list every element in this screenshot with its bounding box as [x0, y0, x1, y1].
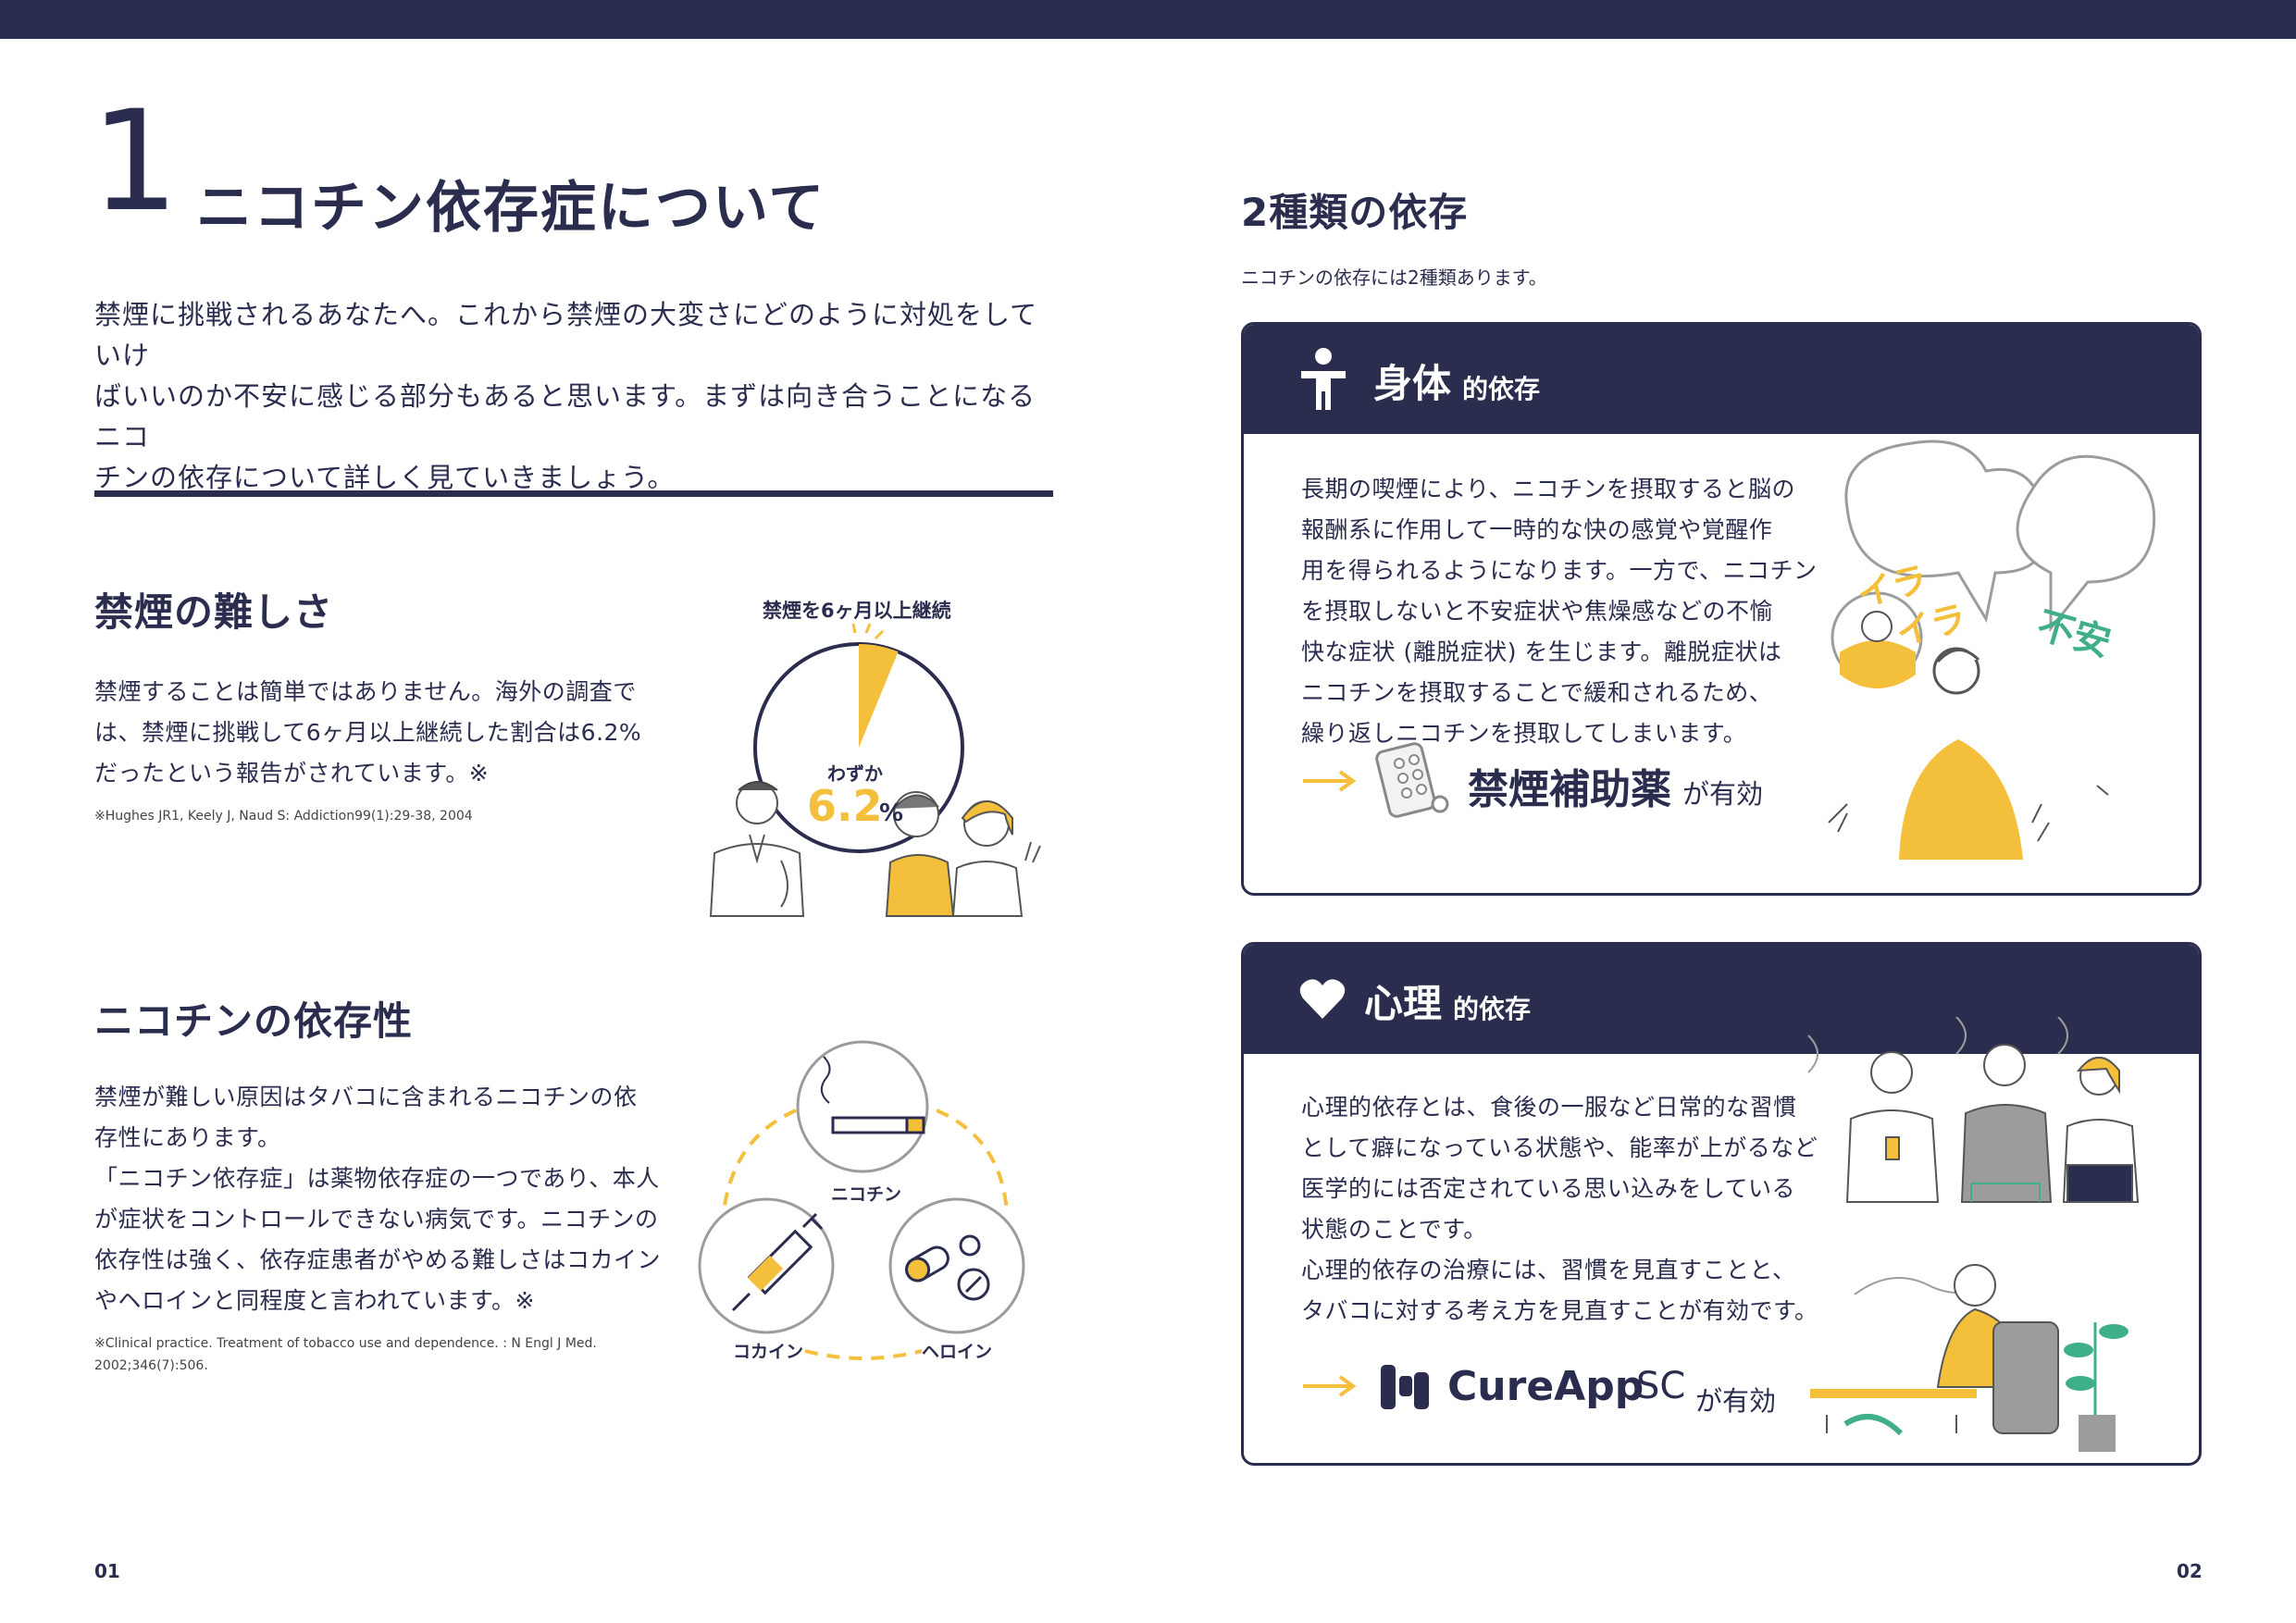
heroin-circle: [888, 1197, 1025, 1334]
dependence-heading: ニコチンの依存性: [94, 998, 414, 1044]
substances-graphic: [698, 1040, 1025, 1360]
intro-paragraph: 禁煙に挑戦されるあなたへ。これから禁煙の大変さにどのように対処をしていけ ばいい…: [94, 294, 1057, 498]
card-title: 心理: [1364, 981, 1443, 1026]
brand-name: CureApp: [1447, 1363, 1644, 1410]
heart-icon: [1299, 979, 1346, 1019]
section-divider: [94, 490, 1053, 497]
label-nicotine: ニコチン: [831, 1184, 902, 1205]
anxious-person-illustration: [1828, 440, 2156, 860]
habit-smoking-illustration: [1807, 1017, 2140, 1452]
psychological-line: 心理的依存とは、食後の一服など日常的な習慣: [1301, 1094, 1797, 1121]
arrow-right-icon: [1303, 770, 1357, 792]
physical-line: 快な症状 (離脱症状) を生じます。離脱症状は: [1301, 638, 1782, 665]
card-header: 心理 的依存: [1244, 945, 2199, 1054]
intro-line: 禁煙に挑戦されるあなたへ。これから禁煙の大変さにどのように対処をしていけ: [94, 299, 1038, 371]
label-heroin: ヘロイン: [922, 1342, 993, 1362]
coworker-icon: [1845, 1051, 1940, 1203]
dependence-line: 「ニコチン依存症」は薬物依存症の一つであり、本人: [94, 1165, 660, 1192]
physical-paragraph: 長期の喫煙により、ニコチンを摂取すると脳の 報酬系に作用して一時的な快の感覚や覚…: [1301, 469, 1819, 754]
cigarette-icon: [820, 1056, 925, 1134]
pill-pack-icon: [1375, 742, 1449, 818]
dependence-line: が症状をコントロールできない病気です。ニコチンの: [94, 1206, 659, 1233]
psychological-line: タバコに対する考え方を見直すことが有効です。: [1301, 1297, 1818, 1324]
difficulty-line: は、禁煙に挑戦して6ヶ月以上継続した割合は6.2%: [94, 719, 642, 746]
page-number-right: 02: [2177, 1560, 2203, 1582]
rate-unit: %: [879, 799, 904, 827]
psychological-line: 医学的には否定されている思い込みをしている: [1301, 1175, 1796, 1202]
difficulty-line: だったという報告がされています。※: [94, 760, 490, 787]
top-bar: [0, 0, 2296, 39]
dependence-line: やヘロインと同程度と言われています。※: [94, 1287, 535, 1314]
types-subtitle: ニコチンの依存には2種類あります。: [1241, 266, 1547, 289]
card-header: 身体 的依存: [1244, 325, 2199, 434]
card-title: 身体: [1373, 361, 1452, 406]
pie-graphic: [709, 623, 1041, 917]
physical-dependence-card: 身体 的依存 長期の喫煙により、ニコチンを摂取すると脳の 報酬系に作用して一時的…: [1241, 322, 2202, 896]
reference-line: ※Clinical practice. Treatment of tobacco…: [94, 1336, 597, 1351]
physical-line: 長期の喫煙により、ニコチンを摂取すると脳の: [1301, 476, 1796, 502]
physical-line: 報酬系に作用して一時的な快の感覚や覚醒作: [1301, 516, 1773, 543]
dependence-line: 禁煙が難しい原因はタバコに含まれるニコチンの依: [94, 1084, 638, 1110]
remedy-label: 禁煙補助薬: [1468, 766, 1671, 813]
patient-icon: [885, 791, 955, 917]
physical-line: 繰り返しニコチンを摂取してしまいます。: [1301, 720, 1747, 747]
coworker-icon: [1960, 1044, 2053, 1203]
doctor-icon: [709, 781, 805, 917]
dependence-line: 存性にあります。: [94, 1124, 281, 1151]
patient-icon: [951, 800, 1041, 917]
physical-line: ニコチンを摂取することで緩和されるため、: [1301, 679, 1773, 706]
psychological-line: 心理的依存の治療には、習慣を見直すことと、: [1301, 1257, 1796, 1283]
difficulty-paragraph: 禁煙することは簡単ではありません。海外の調査で は、禁煙に挑戦して6ヶ月以上継続…: [94, 672, 668, 794]
psychological-paragraph: 心理的依存とは、食後の一服など日常的な習慣 として癖になっている状態や、能率が上…: [1301, 1087, 1819, 1332]
coworker-icon: [2062, 1057, 2140, 1203]
rate-value: 6.2: [807, 781, 883, 831]
dependence-paragraph: 禁煙が難しい原因はタバコに含まれるニコチンの依 存性にあります。 「ニコチン依存…: [94, 1077, 668, 1321]
success-rate-illustration: 禁煙を6ヶ月以上継続 わずか 6.2: [692, 592, 1081, 925]
brand-suffix: SC: [1636, 1365, 1686, 1407]
card-title-suffix: 的依存: [1453, 994, 1532, 1024]
dependence-line: 依存性は強く、依存症患者がやめる難しさはコカイン: [94, 1246, 662, 1273]
difficulty-line: 禁煙することは簡単ではありません。海外の調査で: [94, 678, 637, 705]
card-title-suffix: 的依存: [1462, 374, 1541, 404]
person-icon: [1301, 348, 1346, 410]
dashed-cycle: [722, 1109, 1009, 1360]
sparkle-icon: [851, 623, 885, 640]
plant-icon: [2064, 1322, 2128, 1452]
psychological-dependence-card: 心理 的依存 心理的依存とは、食後の一服など日常的な習慣 として癖になっている状…: [1241, 942, 2202, 1466]
difficulty-heading: 禁煙の難しさ: [94, 589, 334, 635]
smoke-icon: [1807, 1017, 2068, 1073]
intro-line: チンの依存について詳しく見ていきましょう。: [94, 462, 676, 493]
torso-icon: [1899, 739, 2023, 860]
small-label: わずか: [827, 762, 883, 785]
label-cocaine: コカイン: [733, 1342, 804, 1362]
pills-icon: [905, 1234, 990, 1301]
cureapp-logo-icon: [1381, 1365, 1429, 1409]
types-heading: 2種類の依存: [1241, 190, 1469, 235]
arrow-right-icon: [1303, 1375, 1357, 1397]
chapter-number: 1: [91, 81, 180, 242]
pie-slice: [859, 644, 899, 748]
intro-line: ばいいのか不安に感じる部分もあると思います。まずは向き合うことになるニコ: [94, 380, 1036, 452]
speech-bubble-icon: [2016, 454, 2156, 633]
difficulty-reference: ※Hughes JR1, Keely J, Naud S: Addiction9…: [94, 809, 473, 824]
psychological-line: 状態のことです。: [1301, 1216, 1487, 1243]
dependence-reference: ※Clinical practice. Treatment of tobacco…: [94, 1332, 597, 1377]
illustration-caption: 禁煙を6ヶ月以上継続: [763, 600, 951, 622]
nicotine-circle: [796, 1040, 929, 1173]
physical-line: 用を得られるようになります。一方で、ニコチン: [1301, 557, 1818, 584]
reference-line: 2002;346(7):506.: [94, 1358, 208, 1373]
remedy-suffix: が有効: [1695, 1385, 1777, 1417]
psychological-line: として癖になっている状態や、能率が上がるなど: [1301, 1134, 1818, 1161]
relaxing-person-icon: [1810, 1264, 2059, 1436]
page-number-left: 01: [94, 1560, 120, 1582]
chapter-title: ニコチン依存症について: [196, 176, 826, 241]
substances-illustration: ニコチン コカイン ヘロイン: [696, 1036, 1029, 1369]
remedy-suffix: が有効: [1682, 778, 1764, 810]
physical-line: を摂取しないと不安症状や焦燥感などの不愉: [1301, 598, 1774, 625]
syringe-icon: [731, 1212, 824, 1312]
